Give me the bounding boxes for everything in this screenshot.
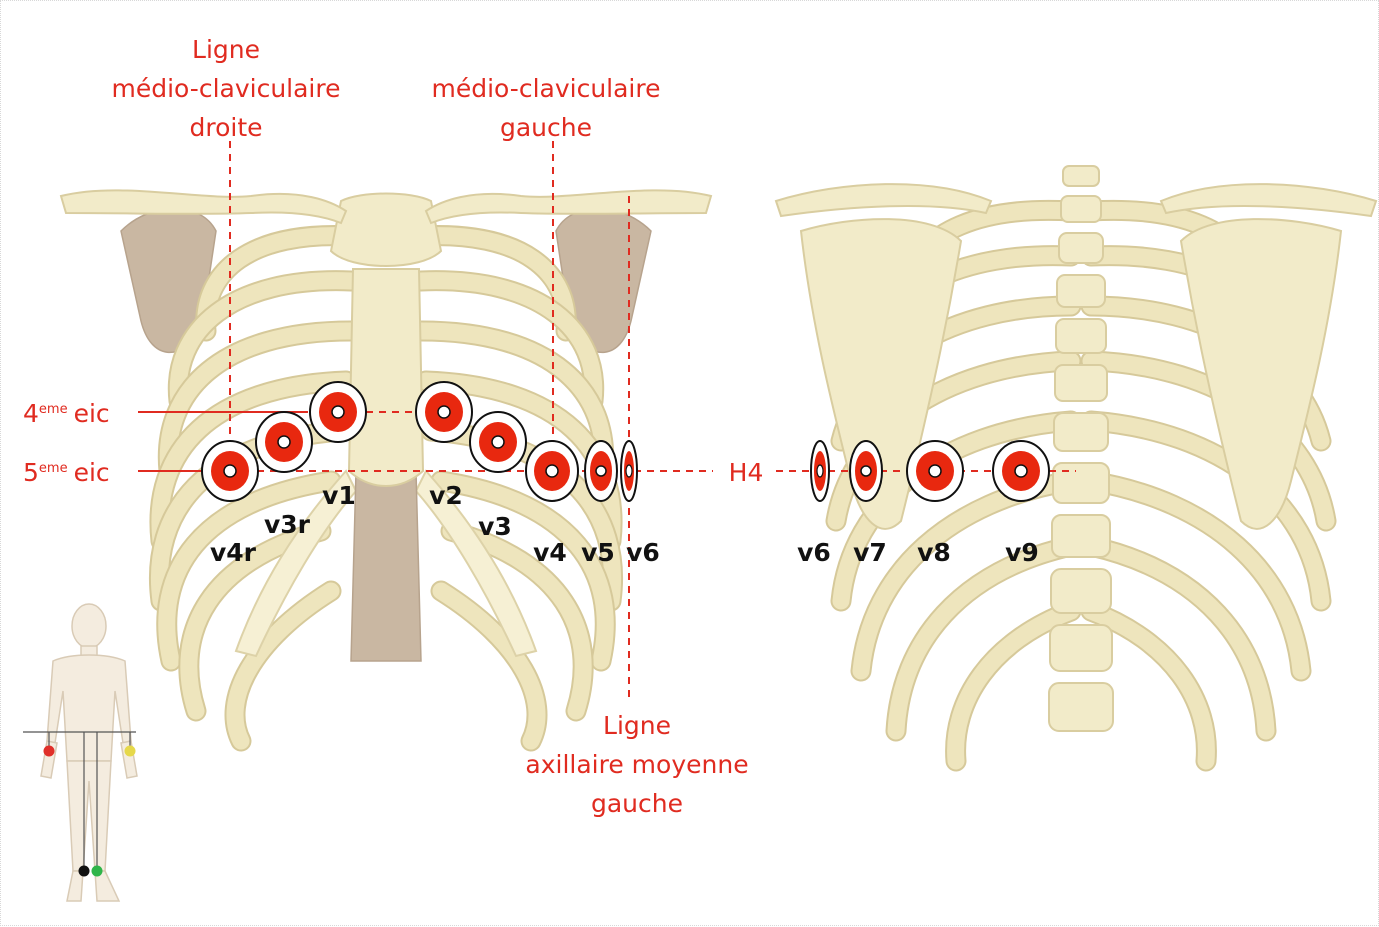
electrode-v6-front	[621, 441, 637, 501]
lead-label-v4r: v4r	[210, 538, 257, 567]
lead-label-v7: v7	[853, 538, 887, 567]
eic4-sup: eme	[39, 402, 68, 417]
eic4-num: 4	[23, 399, 39, 428]
electrode-v6-back	[811, 441, 829, 501]
electrode-left-arm	[125, 746, 136, 757]
electrode-v4r	[202, 441, 258, 501]
lead-label-v5: v5	[581, 538, 615, 567]
lead-label-v4: v4	[533, 538, 567, 567]
spine	[1049, 166, 1113, 731]
manubrium	[331, 194, 441, 267]
electrode-v8	[907, 441, 963, 501]
left-mcl-label-line2: gauche	[500, 113, 592, 142]
electrode-v9	[993, 441, 1049, 501]
right-mcl-label-line3: droite	[189, 113, 262, 142]
lead-label-v9: v9	[1005, 538, 1039, 567]
lead-label-v3: v3	[478, 512, 512, 541]
right-mcl-label-line1: Ligne	[192, 35, 260, 64]
lead-label-v1: v1	[322, 481, 356, 510]
electrode-left-leg	[92, 866, 103, 877]
body-silhouette	[41, 604, 137, 901]
h4-label: H4	[729, 458, 764, 487]
lead-label-v6-front: v6	[626, 538, 660, 567]
axillary-label-line3: gauche	[591, 789, 683, 818]
xiphoid-area	[351, 471, 421, 661]
left-clavicle-back	[776, 184, 991, 216]
electrode-right-arm	[44, 746, 55, 757]
axillary-label-line1: Ligne	[603, 711, 671, 740]
eic5-sup: eme	[39, 461, 68, 476]
electrode-v5	[585, 441, 617, 501]
axillary-label-line2: axillaire moyenne	[525, 750, 748, 779]
eic5-num: 5	[23, 458, 39, 487]
electrode-v1	[310, 382, 366, 442]
limb-lead-body-figure	[23, 604, 137, 901]
lead-label-v2: v2	[429, 481, 463, 510]
electrode-v3r	[256, 412, 312, 472]
sternum-body	[349, 269, 423, 486]
lead-label-v8: v8	[917, 538, 951, 567]
electrode-v3	[470, 412, 526, 472]
electrode-v2	[416, 382, 472, 442]
left-mcl-label-line1: médio-claviculaire	[432, 74, 661, 103]
lead-label-v6-back: v6	[797, 538, 831, 567]
electrode-v4	[526, 441, 578, 501]
eic4-word: eic	[74, 399, 110, 428]
lead-label-v3r: v3r	[264, 510, 311, 539]
eic5-word: eic	[74, 458, 110, 487]
electrode-v7	[850, 441, 882, 501]
right-mcl-label-line2: médio-claviculaire	[112, 74, 341, 103]
electrode-right-leg	[79, 866, 90, 877]
